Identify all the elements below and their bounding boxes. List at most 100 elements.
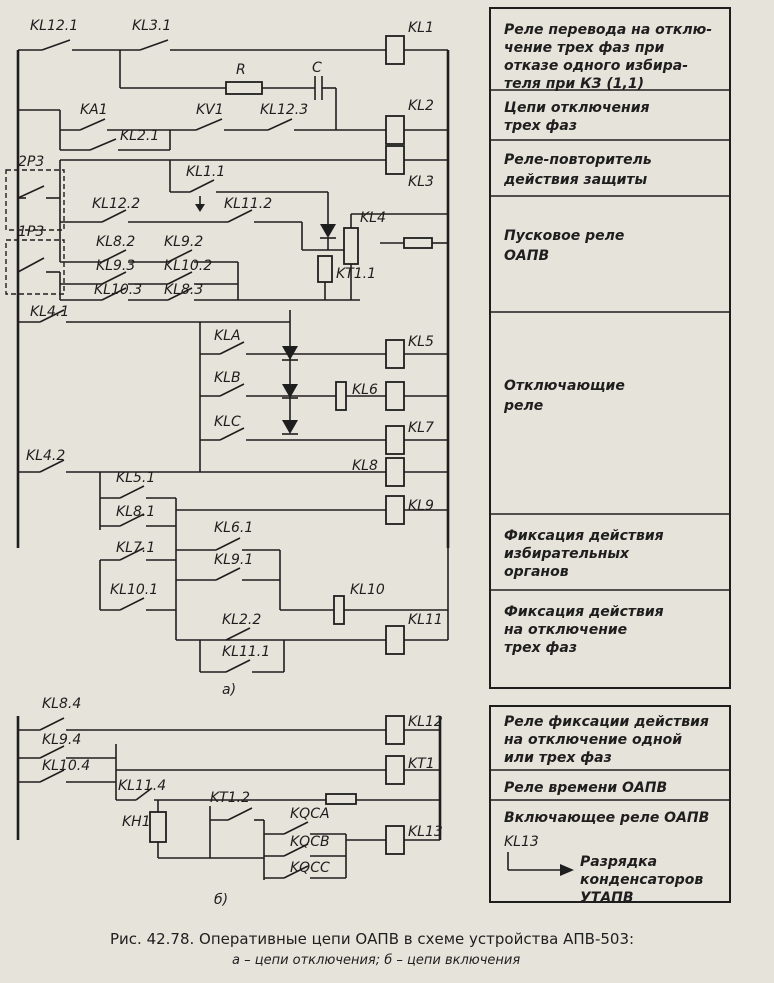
block-b1-line2: на отключение одной	[504, 732, 682, 748]
coil-kl5	[385, 339, 405, 369]
label-kl4-1: KL4.1	[30, 304, 69, 320]
label-kl1-1: KL1.1	[186, 164, 225, 180]
label-kl4-2: KL4.2	[26, 448, 65, 464]
label-kt1-1: KT1.1	[336, 266, 376, 282]
block-a7-line2: на отключение	[504, 622, 627, 638]
block-a4-line1: Пусковое реле	[504, 228, 624, 244]
label-kl7-1: KL7.1	[116, 540, 155, 556]
block-a1-line1: Реле перевода на отклю-	[504, 22, 712, 38]
label-kqca: KQCA	[290, 806, 330, 822]
label-kl8-2: KL8.2	[96, 234, 135, 250]
label-kl1: KL1	[408, 20, 434, 36]
coil-kl9	[385, 495, 405, 525]
coil-kl12	[385, 715, 405, 745]
label-kl8-4: KL8.4	[42, 696, 81, 712]
label-kl9-3: KL9.3	[96, 258, 135, 274]
label-kl5: KL5	[408, 334, 434, 350]
block-a4-line2: ОАПВ	[504, 248, 549, 264]
block-a6-line2: избирательных	[504, 546, 630, 562]
label-kl11-1: KL11.1	[222, 644, 270, 660]
caption-line1: Рис. 42.78. Оперативные цепи ОАПВ в схем…	[110, 930, 634, 948]
coil-kl11	[385, 625, 405, 655]
part-a-description-blocks: Реле перевода на отклю- чение трех фаз п…	[489, 7, 731, 689]
block-b3-line1: Включающее реле ОАПВ	[504, 810, 709, 826]
label-kl9-4: KL9.4	[42, 732, 81, 748]
block-a1-line3: отказе одного избира-	[504, 58, 688, 74]
coil-kl13	[385, 825, 405, 855]
coil-kt1	[385, 755, 405, 785]
part-b-wiring	[16, 715, 442, 880]
label-kl6-1: KL6.1	[214, 520, 253, 536]
note-kl13: KL13	[504, 834, 539, 850]
label-kl8-1: KL8.1	[116, 504, 155, 520]
block-a6-line1: Фиксация действия	[504, 528, 664, 544]
coil-kl6	[385, 381, 405, 411]
label-kl2-2: KL2.2	[222, 612, 261, 628]
label-kl3-1: KL3.1	[132, 18, 171, 34]
label-kl10-2: KL10.2	[164, 258, 212, 274]
label-kl12-1: KL12.1	[30, 18, 78, 34]
label-kt1: KT1	[408, 756, 435, 772]
label-kl9-2: KL9.2	[164, 234, 203, 250]
part-b-labels: KL8.4 KL12 KL9.4 KT1 KL10.4 KL11.4 KH1 K…	[42, 696, 443, 908]
label-kl8: KL8	[352, 458, 378, 474]
label-kl12-2: KL12.2	[92, 196, 140, 212]
part-b-description-blocks: Реле фиксации действия на отключение одн…	[489, 705, 731, 906]
label-kl9-1: KL9.1	[214, 552, 253, 568]
label-kl10-3: KL10.3	[94, 282, 142, 298]
label-1p3: 1P3	[18, 224, 44, 240]
label-kl11: KL11	[408, 612, 443, 628]
label-part-b: б)	[214, 892, 228, 908]
block-b1-line1: Реле фиксации действия	[504, 714, 709, 730]
part-a-labels: KL12.1 KL3.1 KL1 R C KL2 KA1 KV1 KL12.3 …	[18, 18, 443, 698]
label-kl3: KL3	[408, 174, 434, 190]
coil-kl2	[385, 115, 405, 145]
label-kl13: KL13	[408, 824, 443, 840]
block-b2-line1: Реле времени ОАПВ	[504, 780, 667, 796]
label-kt1-2: KT1.2	[210, 790, 250, 806]
block-a7-line1: Фиксация действия	[504, 604, 664, 620]
label-kl8-3: KL8.3	[164, 282, 203, 298]
label-kqcb: KQCB	[290, 834, 330, 850]
label-kl5-1: KL5.1	[116, 470, 155, 486]
block-a7-line3: трех фаз	[504, 640, 577, 656]
label-kh1: KH1	[122, 814, 151, 830]
label-c: C	[312, 60, 322, 76]
label-kl12-3: KL12.3	[260, 102, 308, 118]
block-a2-line1: Цепи отключения	[504, 100, 650, 116]
label-kl9: KL9	[408, 498, 434, 514]
block-b1-line3: или трех фаз	[504, 750, 612, 766]
block-a2-line2: трех фаз	[504, 118, 577, 134]
label-kla: KLA	[214, 328, 241, 344]
label-kl10-4: KL10.4	[42, 758, 90, 774]
block-a3-line2: действия защиты	[503, 172, 648, 188]
block-a5-line1: Отключающие	[504, 378, 625, 394]
note-line3: УТАПВ	[580, 890, 634, 906]
coil-kl7	[385, 425, 405, 455]
caption-line2: а – цепи отключения; б – цепи включения	[232, 953, 520, 968]
label-klb: KLB	[214, 370, 241, 386]
label-klc: KLC	[214, 414, 241, 430]
coil-kl3	[385, 145, 405, 175]
block-a6-line3: органов	[504, 564, 569, 580]
label-kl10: KL10	[350, 582, 385, 598]
label-kl12: KL12	[408, 714, 443, 730]
block-a1-line4: теля при КЗ (1,1)	[504, 76, 644, 92]
label-kl6: KL6	[352, 382, 378, 398]
block-a3-line1: Реле-повторитель	[504, 152, 652, 168]
coil-kl8	[385, 457, 405, 487]
label-ka1: KA1	[80, 102, 108, 118]
note-line2: конденсаторов	[580, 872, 703, 888]
label-kv1: KV1	[196, 102, 224, 118]
label-kl11-4: KL11.4	[118, 778, 166, 794]
label-kl2: KL2	[408, 98, 434, 114]
label-kqcc: KQCC	[290, 860, 330, 876]
label-r: R	[236, 62, 246, 78]
coil-kl1	[385, 35, 405, 65]
label-kl10-1: KL10.1	[110, 582, 158, 598]
label-kl2-1: KL2.1	[120, 128, 159, 144]
block-a1-line2: чение трех фаз при	[504, 40, 665, 56]
part-a-wiring	[5, 35, 450, 673]
